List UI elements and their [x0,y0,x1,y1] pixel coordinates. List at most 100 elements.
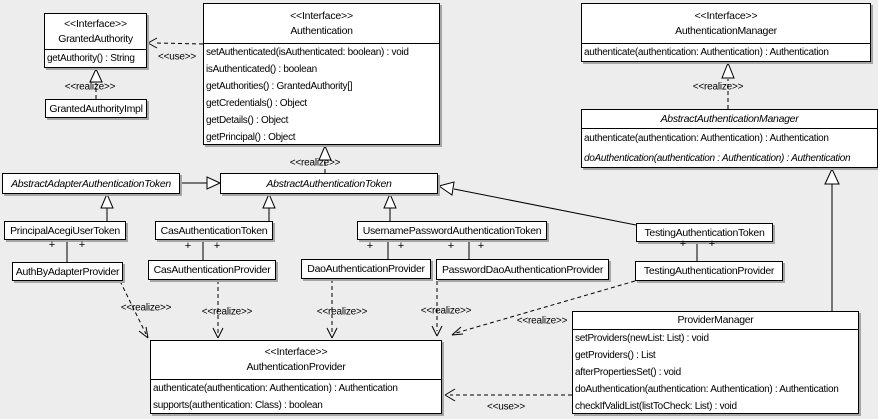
class-title: ProviderManager [573,312,858,330]
stereotype-label: <<Interface>> [694,9,758,22]
class-name: CasAuthenticationProvider [153,264,271,276]
realize-stereotype-label: <<realize>> [289,157,341,169]
realize-testingprovider [455,280,636,334]
class-name: AuthenticationProvider [246,361,346,373]
multiplicity-label: + [397,240,405,252]
class-auth-by-adapter-provider[interactable]: AuthByAdapterProvider [12,262,123,281]
class-authentication-manager[interactable]: <<Interface>> AuthenticationManager auth… [581,3,871,62]
triangle-cas [262,192,276,209]
class-name: AbstractAuthenticationToken [266,177,392,190]
method: getCredentials() : Object [206,98,307,109]
class-authentication[interactable]: <<Interface>> Authentication setAuthenti… [203,3,440,145]
class-name: AbstractAuthenticationManager [660,112,799,125]
open-arrowheads [138,37,464,402]
class-dao-authentication-provider[interactable]: DaoAuthenticationProvider [301,259,431,279]
triangle-realize-aam [721,61,735,79]
multiplicity-label: + [78,239,86,251]
hollow-triangle-arrowheads [89,61,840,209]
class-testing-authentication-provider[interactable]: TestingAuthenticationProvider [635,261,783,281]
method: authenticate(authentication: Authenticat… [153,383,398,394]
multiplicity-label: + [447,240,455,252]
class-abstract-adapter-authentication-token[interactable]: AbstractAdapterAuthenticationToken [2,173,180,194]
triangle-realize-token [318,144,332,161]
class-name: TestingAuthenticationProvider [643,265,775,277]
class-name: DaoAuthenticationProvider [307,263,425,275]
realize-stereotype-label: <<realize>> [692,81,744,93]
triangle-principal [100,192,114,209]
multiplicity-label: + [184,240,192,252]
class-title: <<Interface>> AuthenticationManager [582,4,870,44]
realize-stereotype-label: <<realize>> [64,81,116,93]
method: getAuthority() : String [47,53,135,64]
class-principal-acegi-user-token[interactable]: PrincipalAcegiUserToken [4,221,126,240]
class-provider-manager[interactable]: ProviderManager setProviders(newList: Li… [572,311,859,414]
method-list: setAuthenticated(isAuthenticated: boolea… [204,44,439,146]
realize-stereotype-label: <<realize>> [120,302,172,314]
method: supports(authentication: Class) : boolea… [153,400,323,411]
class-authentication-provider[interactable]: <<Interface>> AuthenticationProvider aut… [150,340,442,414]
triangle-adapter-token [206,176,222,190]
class-granted-authority-impl[interactable]: GrantedAuthorityImpl [45,99,147,118]
realize-stereotype-label: <<realize>> [516,315,568,327]
stereotype-label: <<Interface>> [264,346,328,358]
class-name: UsernamePasswordAuthenticationToken [362,224,542,237]
arrow-realize-testing [451,326,464,336]
class-title: <<Interface>> AuthenticationProvider [151,341,441,380]
class-name: Authentication [290,24,353,37]
class-password-dao-authentication-provider[interactable]: PasswordDaoAuthenticationProvider [436,259,609,280]
arrow-realize-cas [212,327,224,339]
realize-stereotype-label: <<realize>> [420,305,472,317]
class-cas-authentication-token[interactable]: CasAuthenticationToken [155,221,273,240]
method-abstract: doAuthentication(authentication : Authen… [584,153,851,164]
use-authentication-grantedauthority [156,42,204,45]
method-list: authenticate(authentication: Authenticat… [151,380,441,414]
class-name: GrantedAuthorityImpl [49,102,143,115]
method: getAuthorities() : GrantedAuthority[] [206,81,353,92]
multiplicity-label: + [708,238,716,250]
use-stereotype-label: <<use>> [157,51,197,63]
class-testing-authentication-token[interactable]: TestingAuthenticationToken [636,223,773,242]
triangle-testing [437,181,455,196]
stereotype-label: <<Interface>> [290,9,353,22]
class-abstract-authentication-manager[interactable]: AbstractAuthenticationManager authentica… [581,109,878,168]
method-list: authenticate(authentication: Authenticat… [582,129,877,168]
triangle-up [383,192,397,209]
method: authenticate(authentication: Authenticat… [584,47,829,58]
realize-authbyadapter [119,280,147,335]
arrow-use-pm [444,388,456,402]
multiplicity-label: + [679,238,687,250]
method: getDetails() : Object [206,115,289,126]
method: afterPropertiesSet() : void [575,367,681,378]
class-username-password-authentication-token[interactable]: UsernamePasswordAuthenticationToken [357,221,547,240]
method-list: getAuthority() : String [45,50,146,67]
class-abstract-authentication-token[interactable]: AbstractAuthenticationToken [220,173,438,194]
class-name: TestingAuthenticationToken [644,226,765,239]
class-title: <<Interface>> GrantedAuthority [45,14,146,50]
method: getProviders() : List [575,350,656,361]
arrow-use-top [147,37,158,49]
stereotype-label: <<Interface>> [64,17,127,30]
method: setProviders(newList: List) : void [575,333,709,344]
use-stereotype-label: <<use>> [486,401,526,413]
class-name: PrincipalAcegiUserToken [10,224,120,237]
method: doAuthentication(authentication: Authent… [575,384,839,395]
triangle-pm [824,167,840,185]
class-granted-authority[interactable]: <<Interface>> GrantedAuthority getAuthor… [44,13,147,68]
realize-stereotype-label: <<realize>> [201,306,253,318]
class-name: AuthenticationManager [675,24,777,37]
arrow-realize-dao [326,327,338,339]
method-list: setProviders(newList: List) : void getPr… [573,330,858,415]
multiplicity-label: + [366,240,374,252]
method-list: authenticate(authentication: Authenticat… [582,44,870,62]
class-cas-authentication-provider[interactable]: CasAuthenticationProvider [148,260,276,280]
class-name: GrantedAuthority [58,32,133,45]
realize-stereotype-label: <<realize>> [316,306,368,318]
class-title: <<Interface>> Authentication [204,4,439,44]
class-name: CasAuthenticationToken [160,224,268,237]
method: authenticate(authentication: Authenticat… [584,133,829,144]
multiplicity-label: + [213,240,221,252]
arrow-realize-pdao [431,325,443,337]
multiplicity-label: + [477,240,485,252]
